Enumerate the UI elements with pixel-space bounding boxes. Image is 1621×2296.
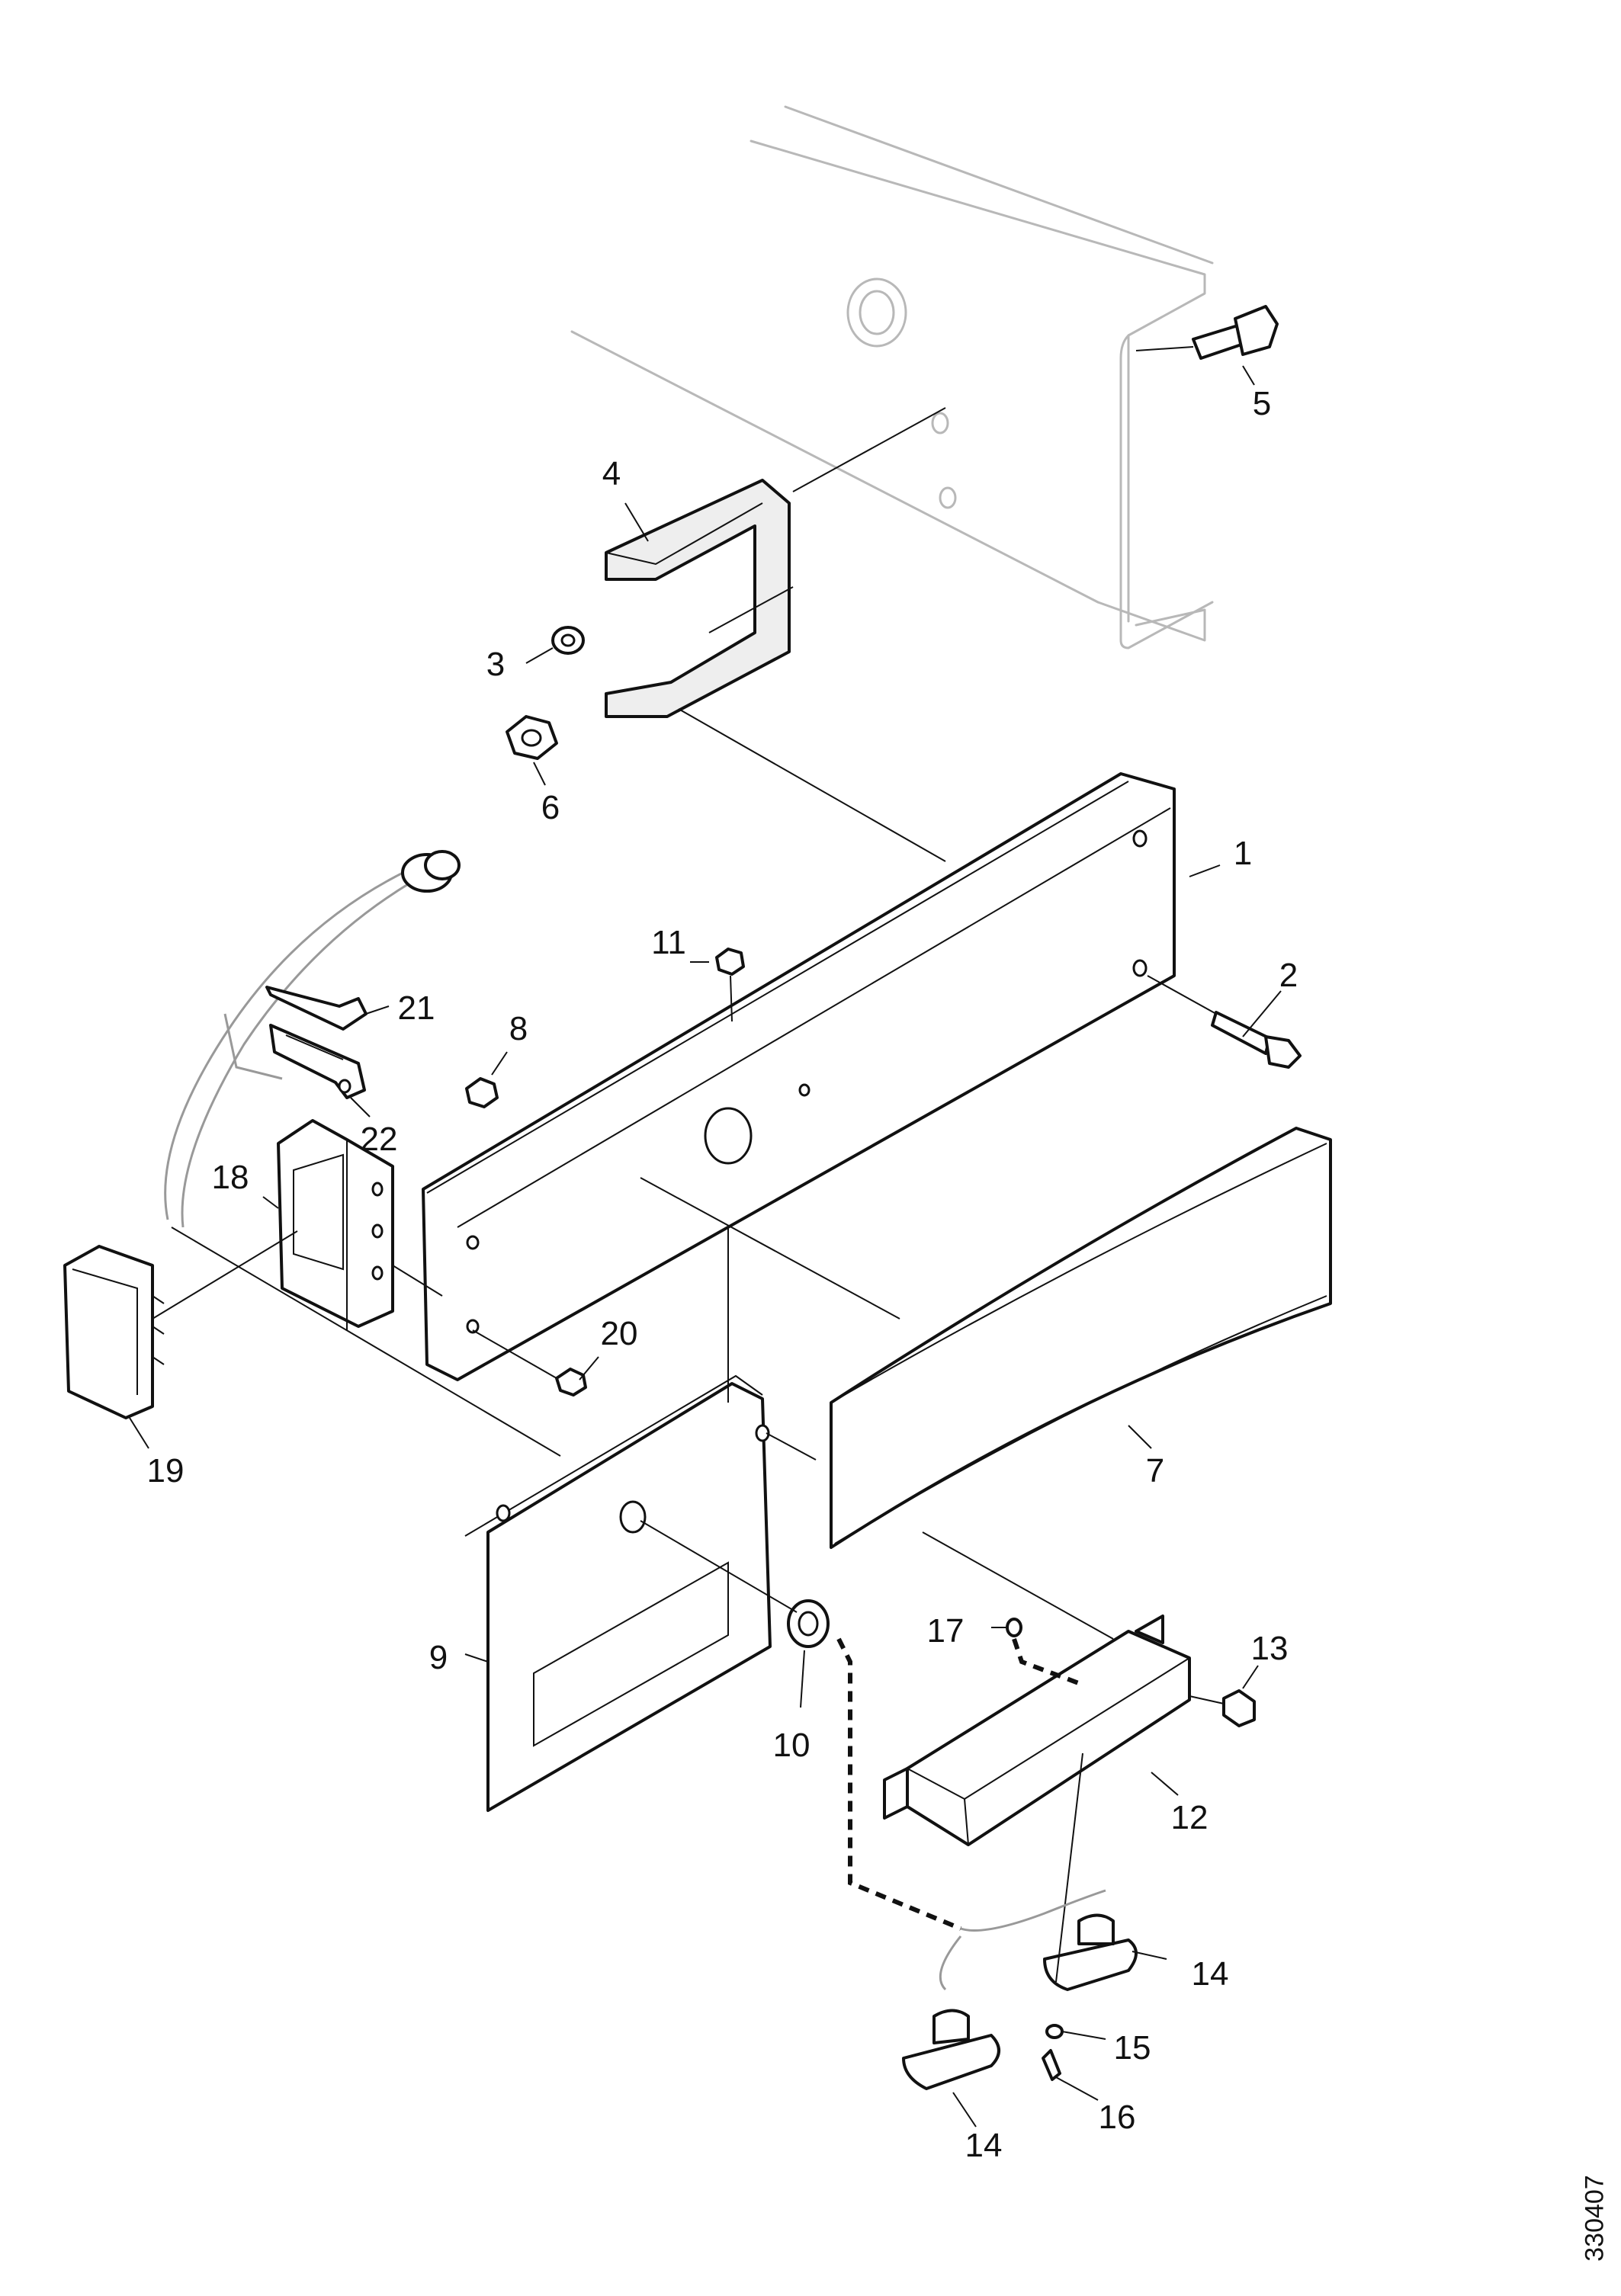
callout-20: 20: [600, 1315, 638, 1352]
license-lamp-part-12: [883, 1615, 1191, 1846]
bolt-part-2: [1147, 975, 1302, 1069]
callout-12: 12: [1170, 1799, 1209, 1836]
plate-part-9: [464, 1374, 772, 1812]
callout-22: 22: [360, 1121, 398, 1158]
channel-part-1: [422, 772, 1176, 1381]
callout-6: 6: [541, 789, 560, 826]
frame-rail-ghost: [570, 105, 1214, 649]
nut-part-11: [715, 948, 745, 1022]
connector-cap-part-19: [63, 1245, 165, 1419]
bolt-part-5: [1135, 305, 1279, 360]
callout-17: 17: [926, 1612, 965, 1650]
callout-13: 13: [1250, 1630, 1289, 1667]
callout-2: 2: [1279, 957, 1298, 994]
connector-plug: [401, 850, 461, 893]
callout-leaders: [129, 365, 1282, 2128]
callout-18: 18: [211, 1159, 249, 1196]
screw-part-16: [1042, 2049, 1061, 2081]
callout-21: 21: [397, 989, 435, 1027]
callout-9: 9: [429, 1639, 448, 1676]
lamp-socket-part-14a: [1043, 1913, 1138, 1991]
assembly-center-lines: [152, 407, 1114, 1640]
callout-14b: 14: [965, 2127, 1003, 2164]
nut-part-3: [551, 626, 585, 655]
callout-19: 19: [146, 1452, 185, 1490]
lamp-housing-part-7: [830, 1127, 1332, 1549]
clip-part-22: [269, 1024, 366, 1099]
nut-part-8: [465, 1077, 499, 1108]
callout-3: 3: [486, 646, 506, 683]
callout-14a: 14: [1191, 1955, 1229, 1993]
bracket-part-4: [605, 479, 946, 862]
nut-part-6: [506, 715, 558, 760]
callout-11: 11: [651, 924, 686, 961]
screw-part-13: [1189, 1689, 1256, 1727]
screw-part-17: [1006, 1618, 1084, 1687]
bracket-part-18: [277, 1119, 394, 1330]
grommet-part-10: [787, 1599, 830, 1648]
drawing-reference-number: 330407: [1580, 2175, 1610, 2262]
washer-part-15: [1045, 2024, 1064, 2039]
callout-7: 7: [1145, 1452, 1165, 1490]
lamp-socket-part-14b: [902, 2009, 1000, 2090]
callout-1: 1: [1233, 835, 1253, 872]
callout-15: 15: [1113, 2029, 1151, 2067]
callout-10: 10: [772, 1727, 810, 1764]
callout-8: 8: [509, 1010, 528, 1047]
callout-5: 5: [1252, 385, 1272, 422]
bolt-part-20: [472, 1329, 587, 1397]
callout-4: 4: [602, 455, 621, 492]
cable-tie-part-21: [265, 986, 368, 1031]
wire-harness: [164, 860, 1106, 1991]
callout-16: 16: [1098, 2099, 1136, 2136]
